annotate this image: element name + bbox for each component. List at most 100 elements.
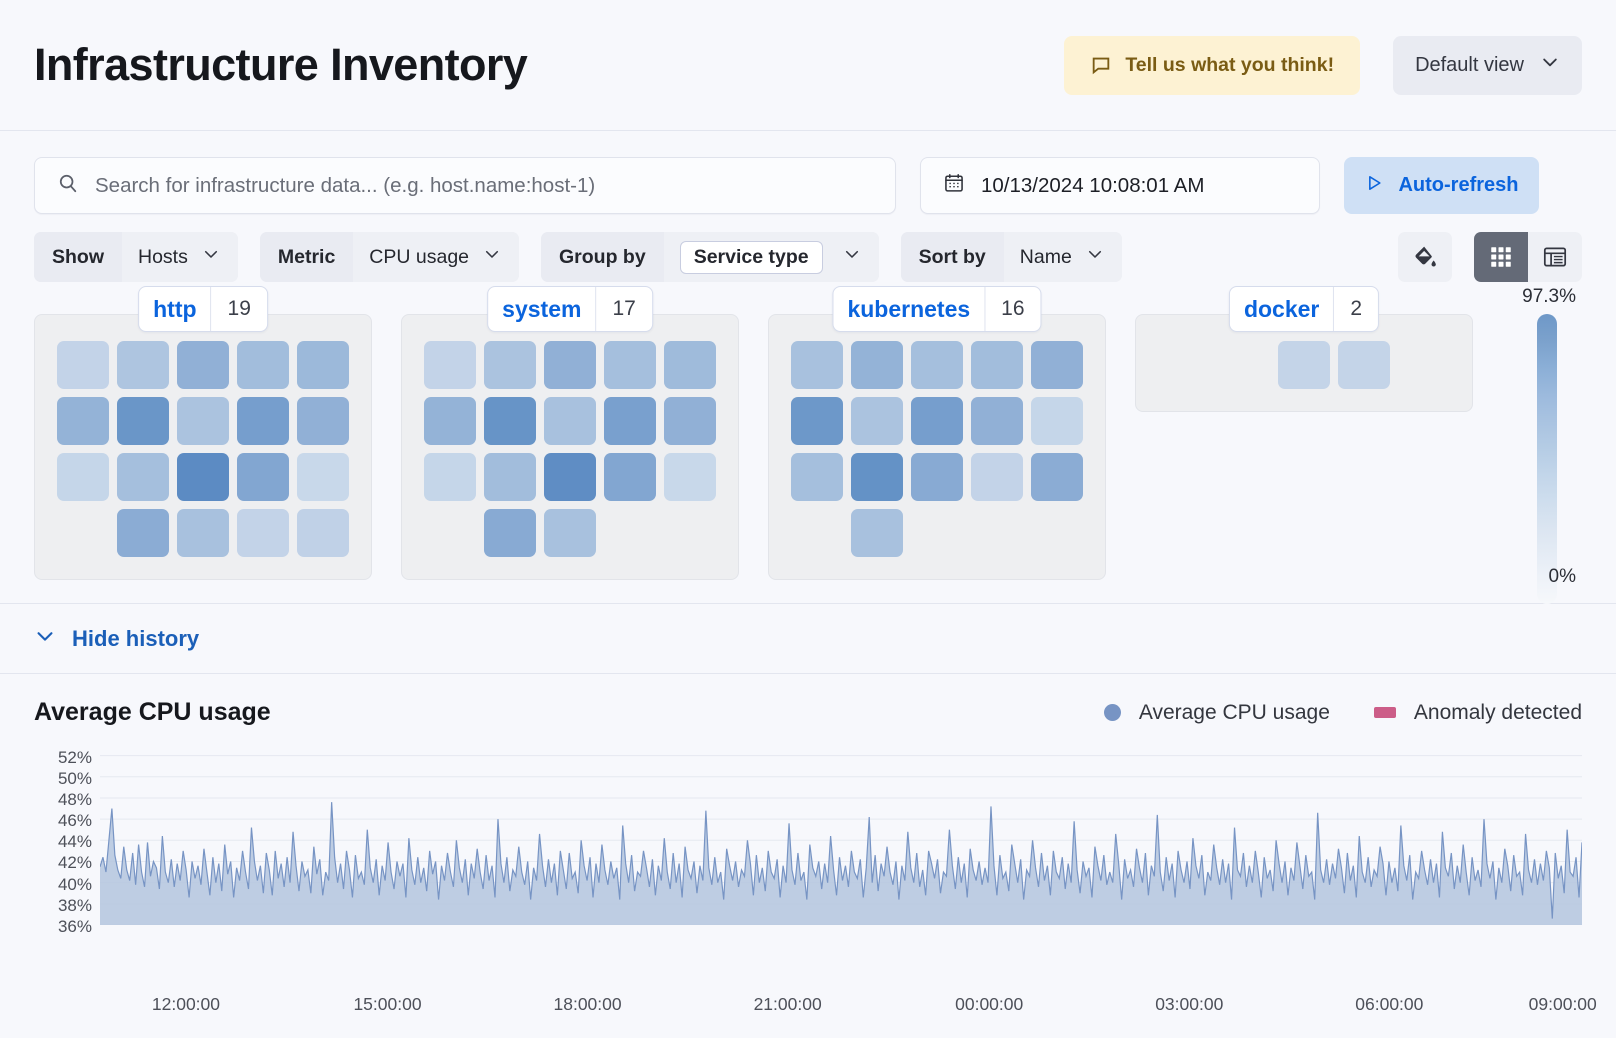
heatmap-cell[interactable] [604, 341, 656, 389]
heatmap-cell[interactable] [424, 453, 476, 501]
heatmap-cell[interactable] [544, 397, 596, 445]
heatmap-cell[interactable] [664, 341, 716, 389]
date-picker[interactable]: 10/13/2024 10:08:01 AM [920, 157, 1320, 214]
group-count: 19 [210, 287, 267, 331]
heatmap-cell[interactable] [177, 397, 229, 445]
heatmap-cell[interactable] [604, 397, 656, 445]
heatmap-cell[interactable] [1031, 341, 1083, 389]
heatmap-cell[interactable] [484, 341, 536, 389]
heatmap-cell[interactable] [297, 453, 349, 501]
x-axis-tick: 15:00:00 [353, 994, 422, 1014]
heatmap-cell[interactable] [1338, 341, 1390, 389]
heatmap-cell[interactable] [851, 509, 903, 557]
page-header: Infrastructure Inventory Tell us what yo… [0, 0, 1616, 131]
heatmap-cell[interactable] [424, 341, 476, 389]
heatmap-cell[interactable] [544, 341, 596, 389]
heatmap-cell[interactable] [484, 453, 536, 501]
heatmap-cell[interactable] [484, 397, 536, 445]
group-cells [34, 314, 372, 580]
heatmap-cell-empty [604, 509, 656, 557]
heatmap-cell[interactable] [57, 341, 109, 389]
auto-refresh-button[interactable]: Auto-refresh [1344, 157, 1539, 214]
feedback-button[interactable]: Tell us what you think! [1064, 35, 1361, 95]
filter-value-select[interactable]: Hosts [122, 232, 238, 282]
filter-label: Sort by [900, 232, 1004, 282]
grid-view-icon[interactable] [1474, 232, 1528, 282]
heatmap-cell[interactable] [177, 453, 229, 501]
heatmap-cell[interactable] [791, 341, 843, 389]
heatmap-cell[interactable] [424, 397, 476, 445]
heatmap-cell[interactable] [177, 341, 229, 389]
legend-gradient-bar [1537, 314, 1557, 604]
heatmap-cell[interactable] [117, 453, 169, 501]
heatmap-cell[interactable] [57, 453, 109, 501]
page-title: Infrastructure Inventory [34, 39, 528, 90]
filter-value-select[interactable]: Service type [663, 232, 879, 282]
heatmap-cell[interactable] [604, 453, 656, 501]
calendar-icon [943, 172, 965, 199]
heatmap-cell[interactable] [237, 397, 289, 445]
chart-plot[interactable] [100, 745, 1582, 925]
heatmap-cell-empty [1398, 341, 1450, 389]
default-view-label: Default view [1415, 53, 1524, 76]
heatmap-cell[interactable] [911, 397, 963, 445]
heatmap-cell-empty [57, 509, 109, 557]
heatmap-cell[interactable] [971, 341, 1023, 389]
history-toggle-bar: Hide history [0, 604, 1616, 674]
heatmap-cell[interactable] [971, 397, 1023, 445]
legend-dot-icon [1103, 704, 1121, 721]
chevron-down-icon [483, 245, 501, 269]
search-input[interactable]: Search for infrastructure data... (e.g. … [34, 157, 896, 214]
heatmap-cell[interactable] [237, 453, 289, 501]
heatmap-cell[interactable] [484, 509, 536, 557]
heatmap-cell[interactable] [117, 509, 169, 557]
heatmap-cell[interactable] [237, 509, 289, 557]
heatmap-cell[interactable] [297, 341, 349, 389]
chevron-down-icon [202, 245, 220, 269]
heatmap-cell[interactable] [1031, 397, 1083, 445]
heatmap-cell[interactable] [911, 341, 963, 389]
chart-legend-item[interactable]: Average CPU usage [1103, 701, 1330, 725]
heatmap-cell[interactable] [237, 341, 289, 389]
heatmap-cell[interactable] [544, 453, 596, 501]
default-view-button[interactable]: Default view [1393, 35, 1582, 95]
heatmap-cell[interactable] [117, 341, 169, 389]
heatmap-cell[interactable] [971, 453, 1023, 501]
x-axis-tick: 21:00:00 [753, 994, 822, 1014]
heatmap-cell[interactable] [1031, 453, 1083, 501]
heatmap-cell[interactable] [791, 453, 843, 501]
heatmap-cell-empty [424, 509, 476, 557]
chart-legend-item[interactable]: Anomaly detected [1373, 701, 1582, 725]
heatmap-cell[interactable] [664, 453, 716, 501]
heatmap-cell[interactable] [791, 397, 843, 445]
hide-history-button[interactable]: Hide history [34, 625, 199, 653]
heatmap-cell[interactable] [1278, 341, 1330, 389]
y-axis-tick: 44% [57, 832, 92, 852]
heatmap-cell[interactable] [664, 397, 716, 445]
filter-value-select[interactable]: CPU usage [353, 232, 520, 282]
heatmap-cell[interactable] [911, 453, 963, 501]
heatmap-cell[interactable] [297, 509, 349, 557]
y-axis-tick: 52% [57, 747, 92, 767]
heatmap-cell[interactable] [851, 397, 903, 445]
heatmap-cell[interactable] [851, 341, 903, 389]
table-view-icon[interactable] [1528, 232, 1582, 282]
heatmap-cell[interactable] [177, 509, 229, 557]
paint-bucket-icon[interactable] [1398, 232, 1452, 282]
filter-value-select[interactable]: Name [1003, 232, 1122, 282]
heatmap-cell[interactable] [297, 397, 349, 445]
heatmap-cell[interactable] [544, 509, 596, 557]
heatmap-cell[interactable] [851, 453, 903, 501]
heatmap-cell[interactable] [117, 397, 169, 445]
heatmap-cell[interactable] [57, 397, 109, 445]
hide-history-label: Hide history [72, 625, 200, 651]
filter-value-text: CPU usage [369, 245, 470, 268]
